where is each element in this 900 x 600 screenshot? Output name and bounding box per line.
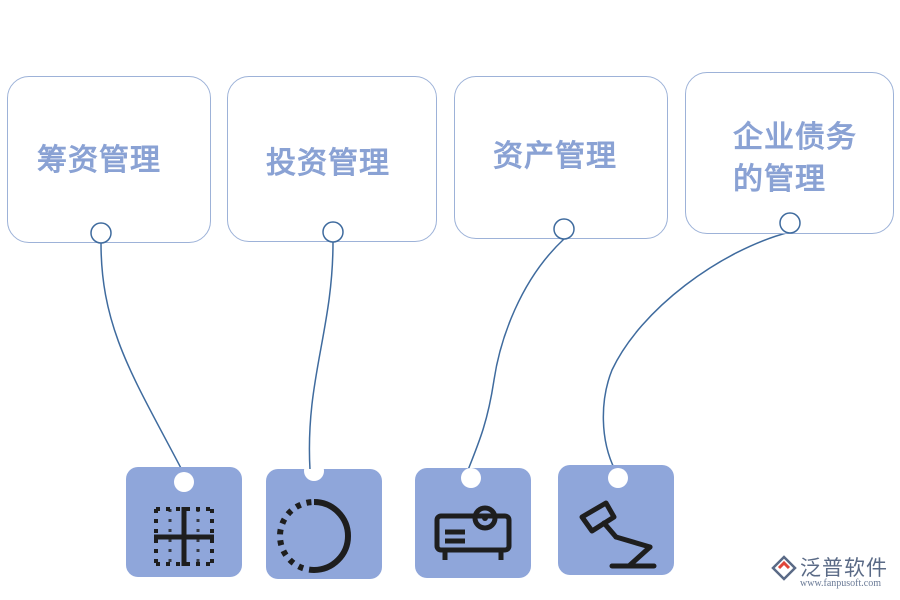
connector-line-3 <box>467 238 565 471</box>
card-debt-management: 企业债务 的管理 <box>685 72 894 234</box>
desk-lamp-icon <box>579 468 657 569</box>
card-label-asset-management: 资产管理 <box>493 139 617 174</box>
grid-crosshair-icon <box>154 472 214 566</box>
connector-line-4 <box>602 231 791 471</box>
projector-icon <box>434 468 512 560</box>
connector-ring-1 <box>90 222 112 244</box>
card-investment-management: 投资管理 <box>227 76 437 242</box>
card-label-investment-management: 投资管理 <box>266 146 390 181</box>
brand-url: www.fanpusoft.com <box>800 578 882 589</box>
connector-line-2 <box>308 241 334 471</box>
dashed-circle-icon <box>277 469 351 573</box>
card-financing-management: 筹资管理 <box>7 76 211 243</box>
tile-asset <box>415 468 531 578</box>
card-asset-management: 资产管理 <box>454 76 668 239</box>
tile-debt <box>558 465 674 575</box>
brand-logo: 泛普软件 www.fanpusoft.com <box>770 552 895 596</box>
brand-name: 泛普软件 <box>800 556 888 580</box>
tile-financing <box>126 467 242 577</box>
connector-ring-2 <box>322 221 344 243</box>
card-label-debt-management: 企业债务 的管理 <box>733 120 857 197</box>
brand-logo-icon <box>771 555 797 581</box>
tile-investment <box>266 469 382 579</box>
connector-ring-3 <box>553 218 575 240</box>
connector-line-1 <box>100 242 184 473</box>
connector-ring-4 <box>779 212 801 234</box>
card-label-financing-management: 筹资管理 <box>37 143 161 178</box>
